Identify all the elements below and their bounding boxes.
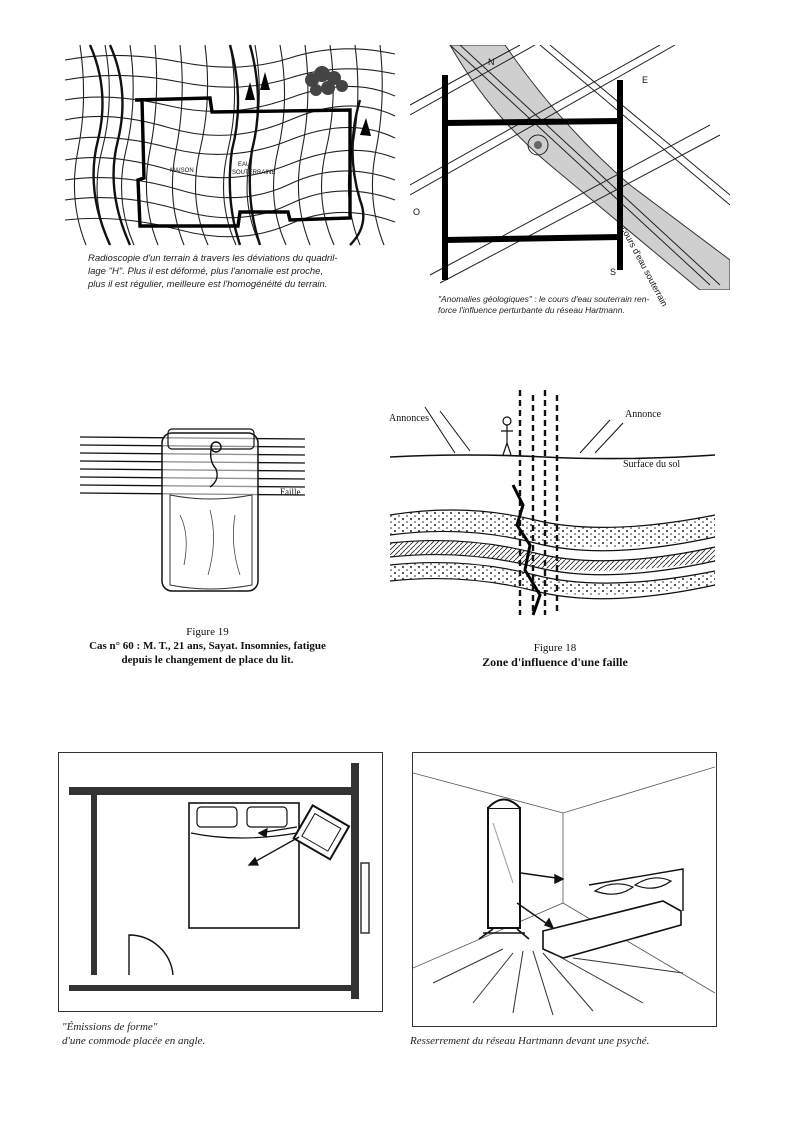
terrain-grid-drawing <box>60 40 400 250</box>
label-souterraine: SOUTERRAINE <box>232 170 275 176</box>
caption-line: "Anomalies géologiques" : le cours d'eau… <box>438 294 738 305</box>
label-annonce: Annonce <box>625 409 661 420</box>
caption-line: Resserrement du réseau Hartmann devant u… <box>410 1034 730 1048</box>
figure-18-subtitle: Zone d'influence d'une faille <box>430 655 680 669</box>
caption-line: plus il est régulier, meilleure est l'ho… <box>88 278 398 291</box>
bed-fault-drawing <box>80 425 340 605</box>
label-surface-du-sol: Surface du sol <box>623 459 680 470</box>
figure-18-fault-zone: Annonces Annonce Surface du sol <box>385 385 720 625</box>
caption-line: depuis le changement de place du lit. <box>70 653 345 667</box>
label-faille: Faille <box>280 487 301 497</box>
label-west: O <box>413 207 420 217</box>
figure-psyche-mirror <box>412 752 717 1027</box>
label-south: S <box>610 267 616 277</box>
caption-psyche-mirror: Resserrement du réseau Hartmann devant u… <box>410 1034 730 1048</box>
psyche-drawing <box>413 753 715 1025</box>
caption-line: Cas n° 60 : M. T., 21 ans, Sayat. Insomn… <box>70 639 345 653</box>
commode-drawing <box>59 753 381 1010</box>
label-north: N <box>488 57 495 67</box>
label-maison: MAISON <box>170 168 194 174</box>
figure-19-caption: Figure 19 Cas n° 60 : M. T., 21 ans, Say… <box>70 625 345 667</box>
figure-terrain-grid: MAISON EAU SOUTERRAINE <box>60 40 400 250</box>
figure-18-title: Figure 18 <box>430 641 680 655</box>
label-annonces: Annonces <box>389 413 429 424</box>
caption-line: d'une commode placée en angle. <box>62 1034 382 1048</box>
caption-line: "Émissions de forme" <box>62 1020 382 1034</box>
figure-geological-anomalies: N E O S cours d'eau souterrain <box>410 45 730 290</box>
label-east: E <box>642 75 648 85</box>
caption-line: lage "H". Plus il est déformé, plus l'an… <box>88 265 398 278</box>
caption-commode-angle: "Émissions de forme" d'une commode placé… <box>62 1020 382 1048</box>
caption-geological-anomalies: "Anomalies géologiques" : le cours d'eau… <box>438 294 738 316</box>
figure-commode-angle <box>58 752 383 1012</box>
caption-terrain-grid: Radioscopie d'un terrain à travers les d… <box>88 252 398 291</box>
caption-line: Radioscopie d'un terrain à travers les d… <box>88 252 398 265</box>
label-eau: EAU <box>238 162 250 168</box>
figure-19-bed-fault: Faille <box>80 425 340 605</box>
caption-line: force l'influence perturbante du réseau … <box>438 305 738 316</box>
figure-18-caption: Figure 18 Zone d'influence d'une faille <box>430 641 680 669</box>
fault-zone-drawing <box>385 385 720 625</box>
figure-19-title: Figure 19 <box>70 625 345 639</box>
anomalies-drawing <box>410 45 730 290</box>
